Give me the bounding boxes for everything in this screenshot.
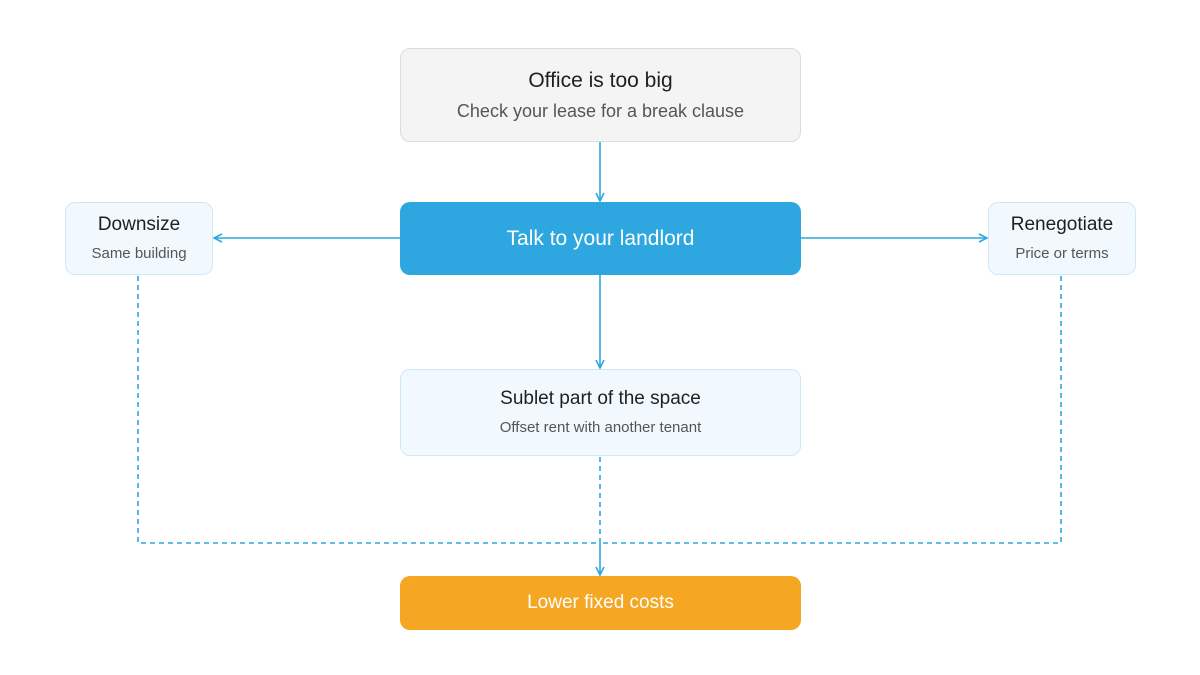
node-downsize: Downsize Same building (65, 202, 213, 275)
node-title: Downsize (97, 214, 181, 236)
node-subtitle: Check your lease for a break clause (456, 100, 745, 121)
node-title: Renegotiate (1010, 214, 1114, 236)
node-title: Sublet part of the space (500, 387, 701, 409)
node-subtitle: Offset rent with another tenant (499, 419, 702, 437)
node-talk-to-landlord: Talk to your landlord (400, 202, 801, 275)
node-sublet: Sublet part of the space Offset rent wit… (400, 369, 801, 456)
node-title: Office is too big (528, 68, 673, 92)
node-office-too-big: Office is too big Check your lease for a… (400, 48, 801, 142)
node-title: Lower fixed costs (527, 591, 674, 613)
node-subtitle: Same building (91, 244, 187, 262)
node-title: Talk to your landlord (506, 226, 695, 250)
node-renegotiate: Renegotiate Price or terms (988, 202, 1136, 275)
node-subtitle: Price or terms (1015, 244, 1109, 262)
node-lower-fixed-costs: Lower fixed costs (400, 576, 801, 630)
